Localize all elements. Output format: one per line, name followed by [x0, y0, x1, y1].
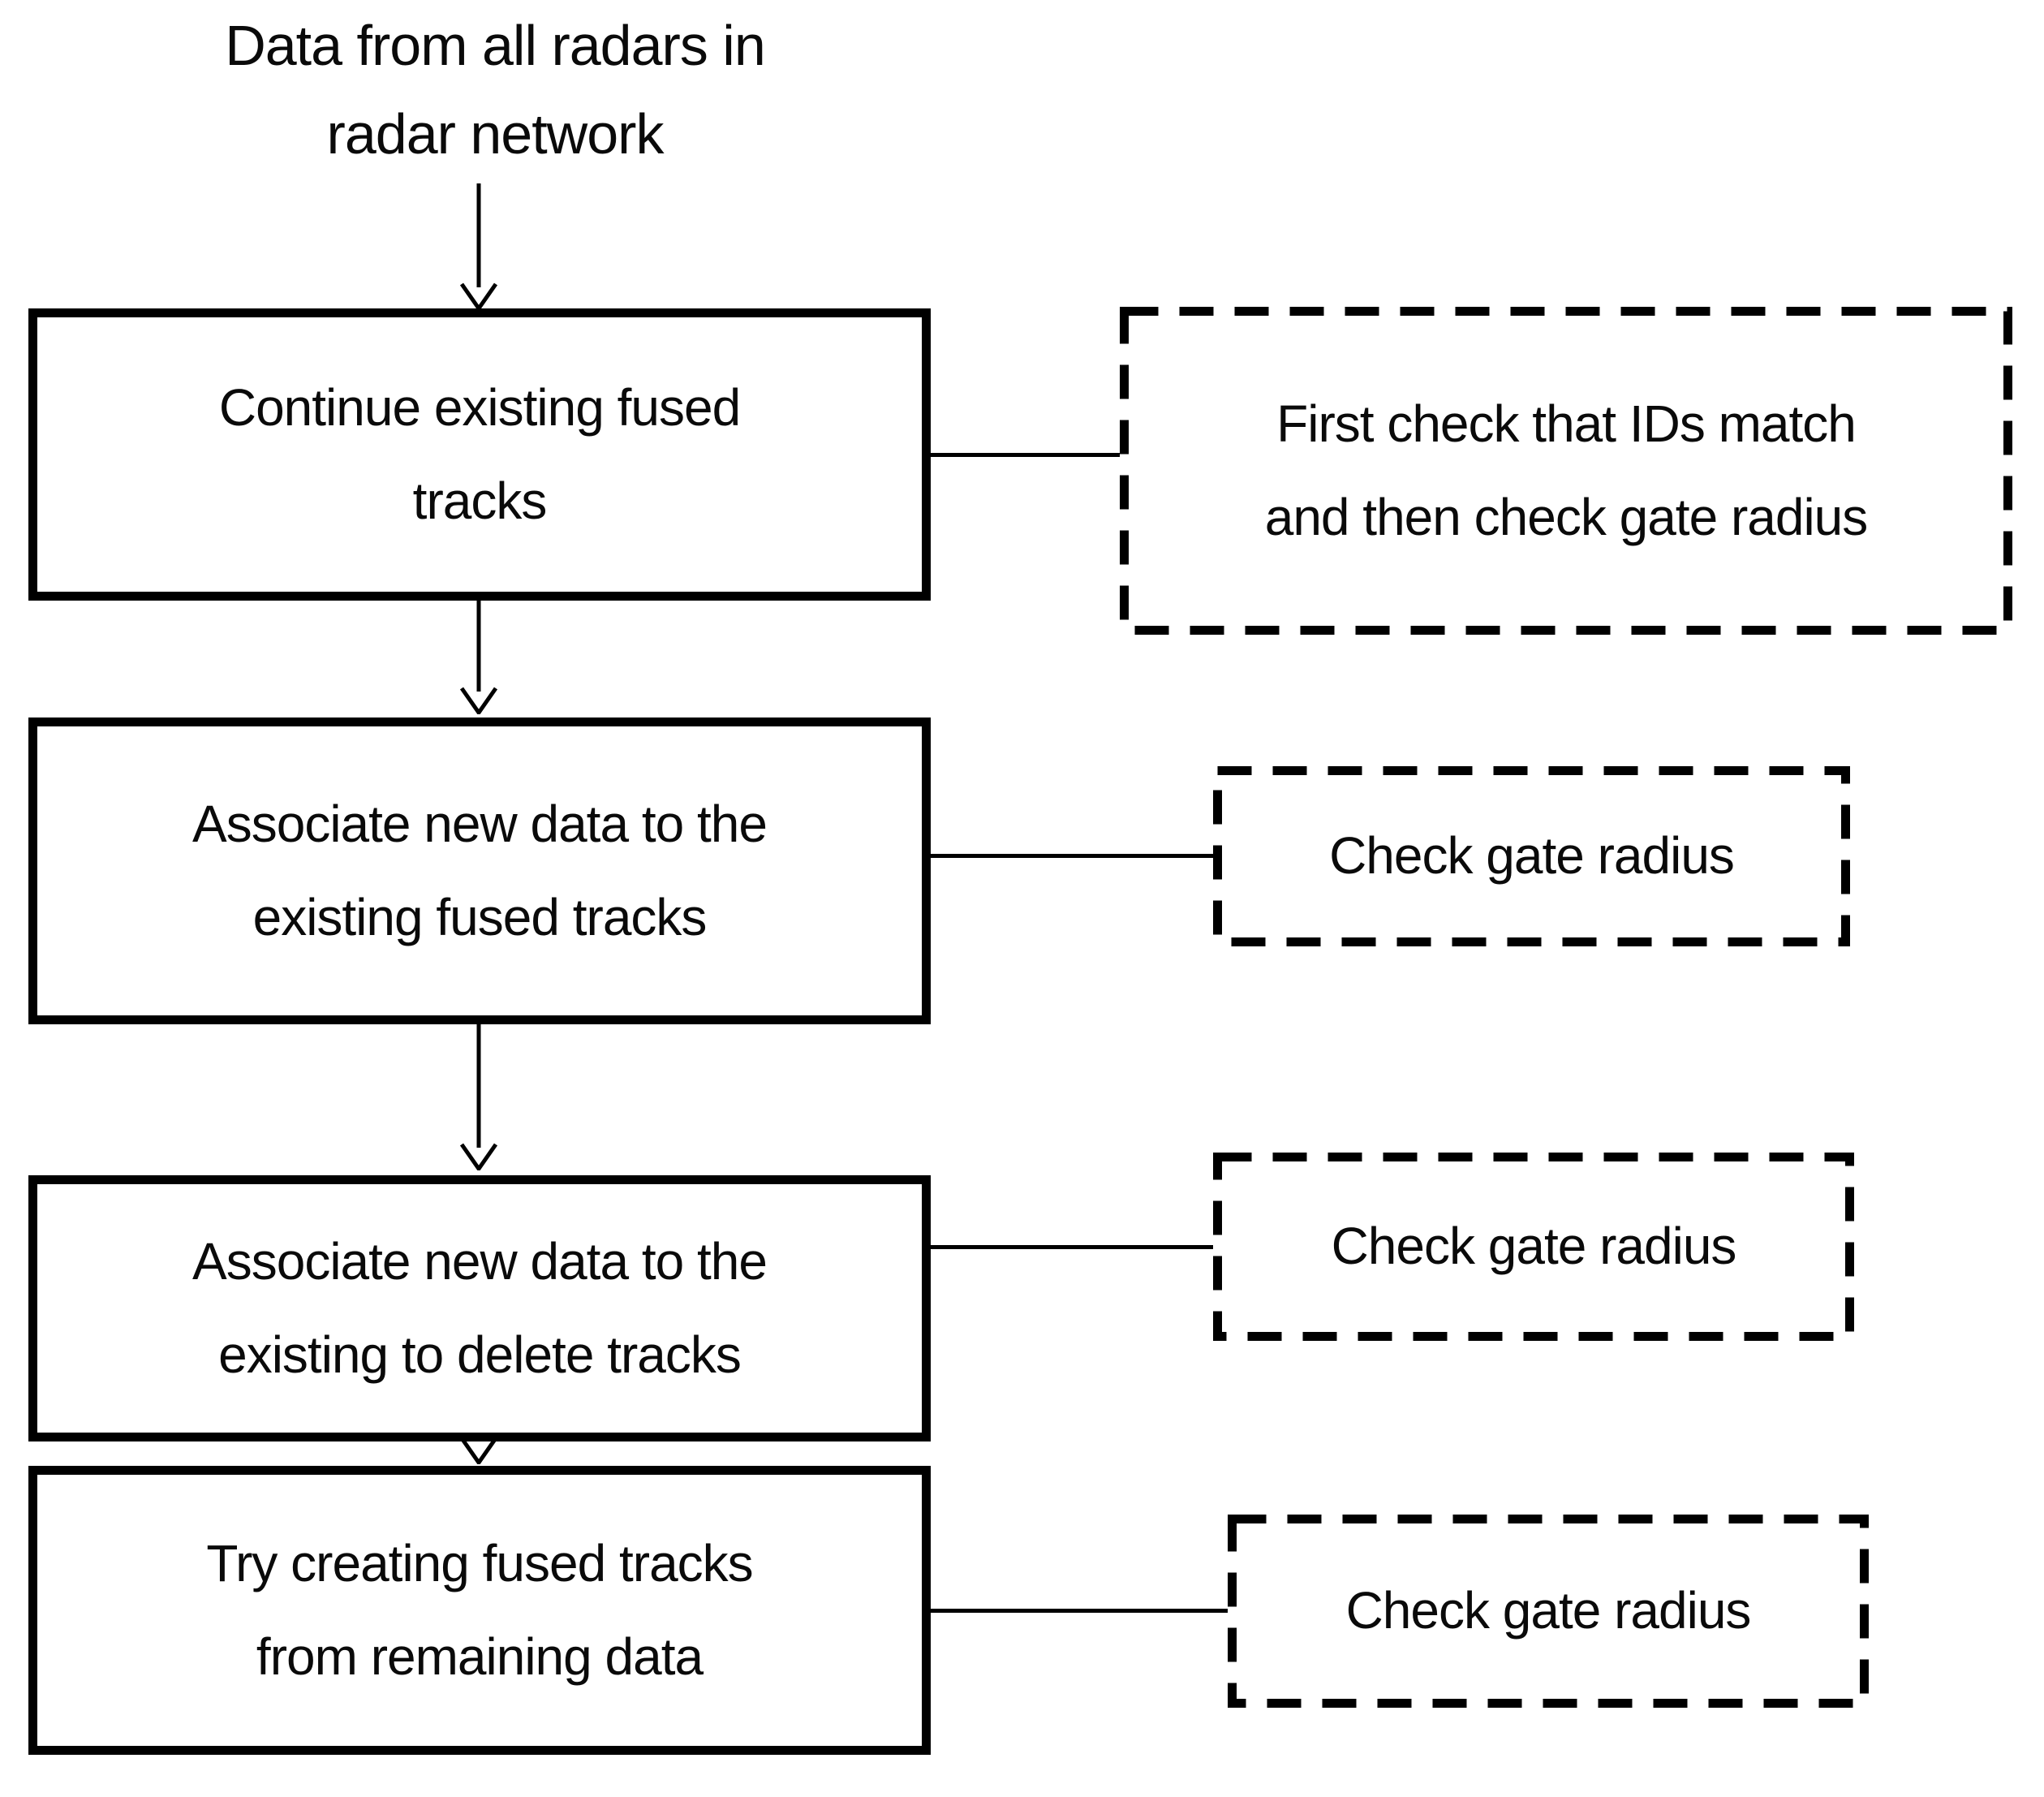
process-box-1-line2: tracks [412, 472, 548, 530]
source-label-line2: radar network [326, 101, 665, 166]
process-box-4-text: Try creating fused tracks from remaining… [37, 1517, 922, 1704]
dashed-border-icon [1120, 307, 2012, 635]
annotation-box-ids-match: First check that IDs match and then chec… [1120, 307, 2012, 635]
annotation-box-2-text: Check gate radius [1213, 809, 1850, 903]
arrow-source-to-step1-icon [459, 183, 498, 310]
annotation-box-4-text: Check gate radius [1228, 1564, 1869, 1657]
arrow-step1-to-step2-icon [459, 601, 498, 714]
dashed-border-icon [1228, 1515, 1869, 1708]
source-label: Data from all radars in radar network [8, 2, 982, 178]
dashed-border-icon [1213, 766, 1850, 946]
annotation-box-4-line1: Check gate radius [1345, 1581, 1752, 1640]
annotation-box-1-line1: First check that IDs match [1276, 394, 1857, 453]
source-label-line1: Data from all radars in [225, 14, 766, 77]
process-box-create-fused-tracks: Try creating fused tracks from remaining… [28, 1466, 931, 1755]
process-box-1-line1: Continue existing fused [218, 377, 741, 437]
arrow-step2-to-step3-icon [459, 1024, 498, 1170]
annotation-box-gate-radius-3: Check gate radius [1228, 1515, 1869, 1708]
connector-step2-annotation2 [931, 854, 1213, 858]
annotation-box-gate-radius-1: Check gate radius [1213, 766, 1850, 946]
annotation-box-2-line1: Check gate radius [1329, 826, 1735, 886]
connector-step4-annotation4 [931, 1609, 1228, 1613]
process-box-3-line1: Associate new data to the [192, 1231, 768, 1291]
process-box-associate-fused-tracks: Associate new data to the existing fused… [28, 718, 931, 1024]
connector-step1-annotation1 [931, 453, 1120, 457]
process-box-4-line2: from remaining data [256, 1627, 704, 1686]
process-box-4-line1: Try creating fused tracks [206, 1533, 753, 1592]
process-box-associate-delete-tracks: Associate new data to the existing to de… [28, 1175, 931, 1441]
process-box-3-line2: existing to delete tracks [218, 1325, 742, 1384]
process-box-2-line2: existing fused tracks [252, 888, 708, 946]
process-box-2-line1: Associate new data to the [192, 794, 768, 853]
process-box-2-text: Associate new data to the existing fused… [37, 778, 922, 964]
annotation-box-1-text: First check that IDs match and then chec… [1120, 377, 2012, 564]
arrow-step3-to-step4-icon [459, 1437, 498, 1464]
process-box-continue-fused-tracks: Continue existing fused tracks [28, 308, 931, 601]
process-box-1-text: Continue existing fused tracks [37, 361, 922, 548]
process-box-3-text: Associate new data to the existing to de… [37, 1215, 922, 1402]
annotation-box-3-text: Check gate radius [1213, 1200, 1854, 1293]
annotation-box-gate-radius-2: Check gate radius [1213, 1153, 1854, 1341]
dashed-border-icon [1213, 1153, 1854, 1341]
connector-step3-annotation3 [931, 1245, 1213, 1249]
annotation-box-1-line2: and then check gate radius [1264, 488, 1869, 546]
annotation-box-3-line1: Check gate radius [1331, 1217, 1737, 1276]
